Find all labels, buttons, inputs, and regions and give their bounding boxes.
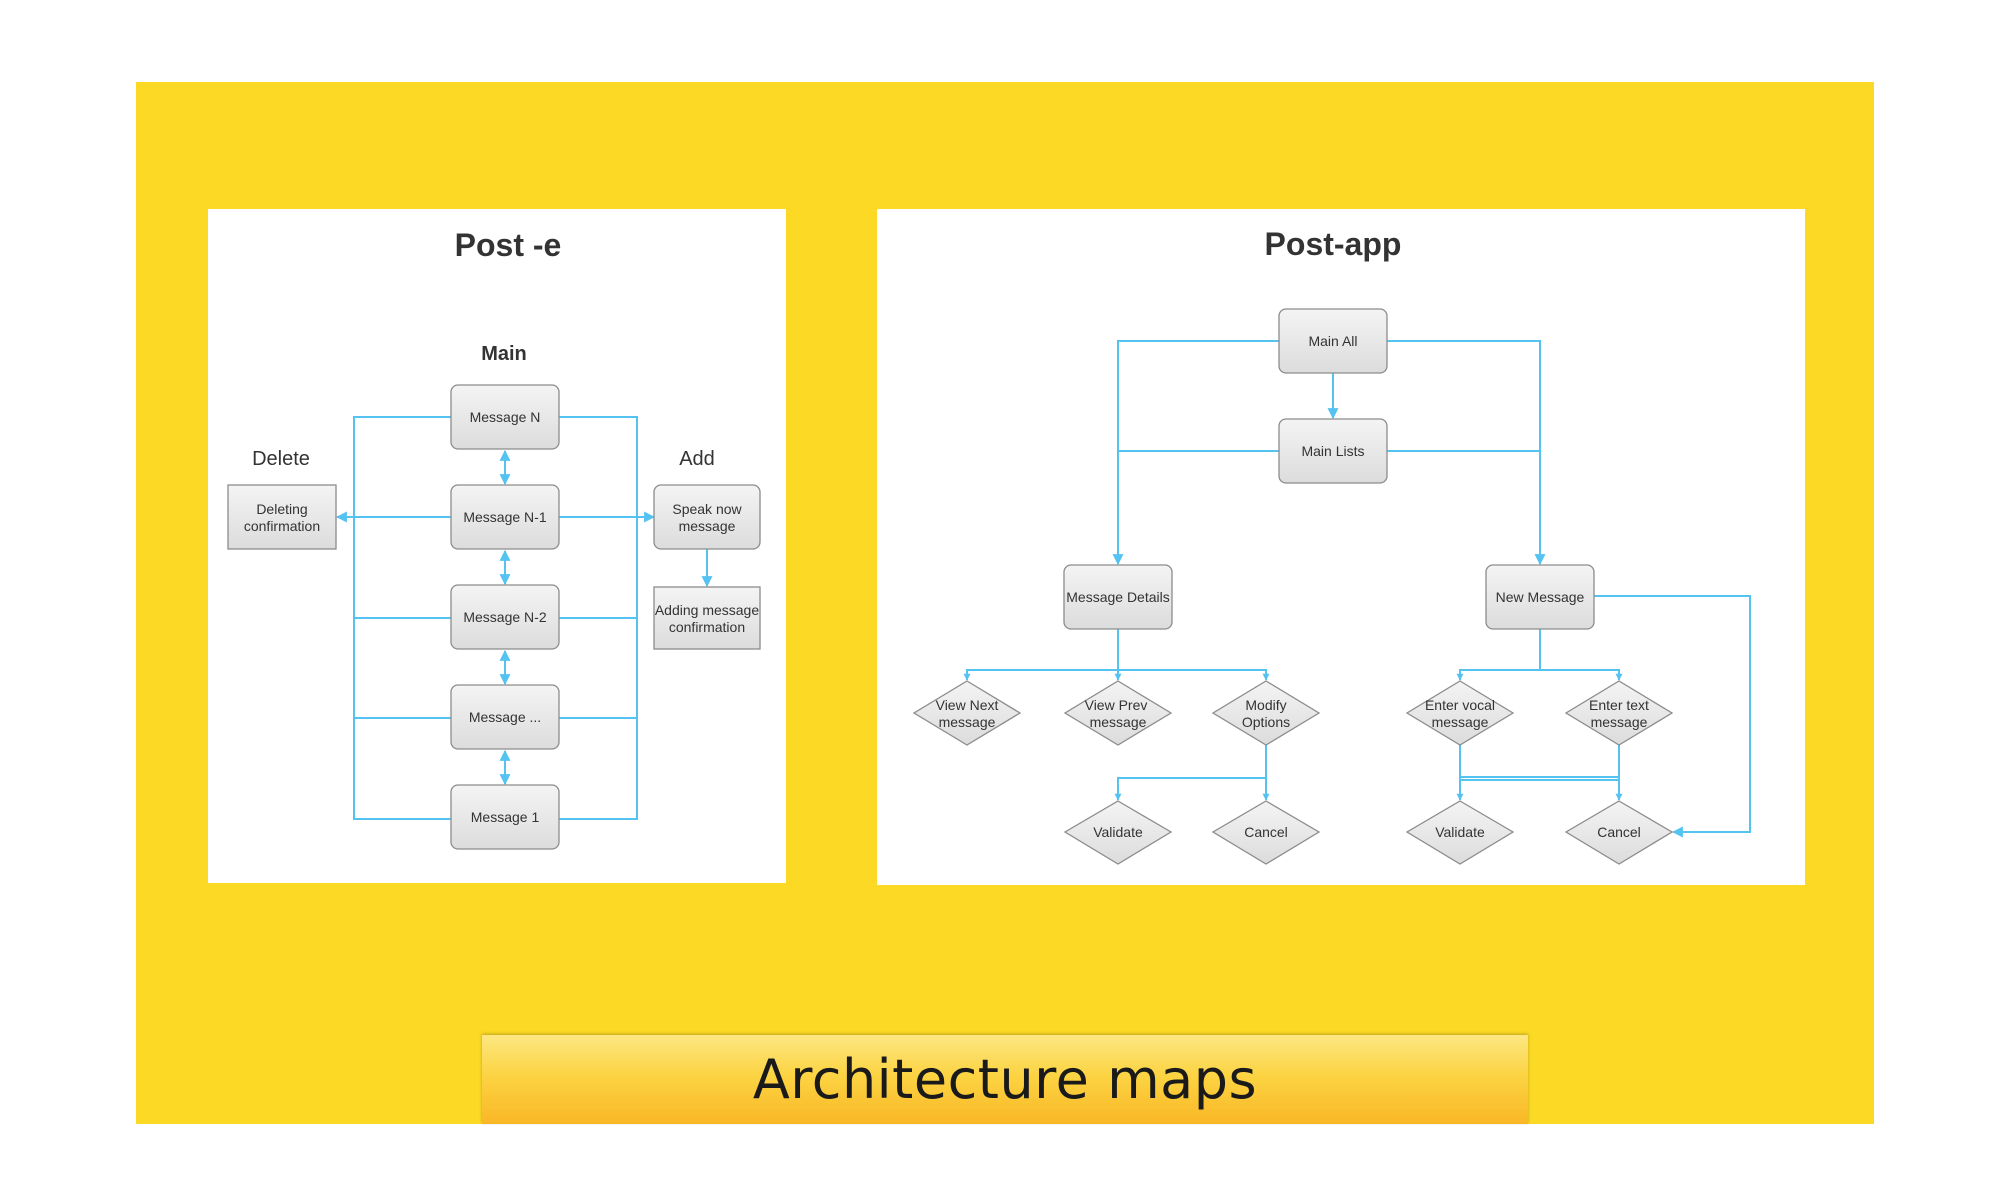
deleting-line2: confirmation xyxy=(244,518,320,534)
node-adding-message-confirmation: Adding message confirmation xyxy=(653,586,761,650)
node-message-n: Message N xyxy=(450,384,560,450)
node-modify-options: Modify Options xyxy=(1211,680,1321,746)
node-main-lists: Main Lists xyxy=(1278,418,1388,484)
view-next-line1: View Next xyxy=(936,697,999,713)
node-message-n2: Message N-2 xyxy=(450,584,560,650)
validate-new-label: Validate xyxy=(1435,824,1485,840)
architecture-maps-banner: Architecture maps xyxy=(482,1035,1528,1124)
node-message-details: Message Details xyxy=(1063,564,1173,630)
node-message-n1: Message N-1 xyxy=(450,484,560,550)
deleting-line1: Deleting xyxy=(256,501,307,517)
adding-line1: Adding message xyxy=(655,602,760,618)
post-e-title: Post -e xyxy=(455,227,562,263)
node-message-1: Message 1 xyxy=(450,784,560,850)
post-e-diagram: Post -e Main Delete Add xyxy=(227,227,761,850)
adding-line2: confirmation xyxy=(669,619,745,635)
speak-line1: Speak now xyxy=(672,501,742,517)
node-message-dots-label: Message ... xyxy=(469,709,541,725)
view-next-line2: message xyxy=(939,714,996,730)
delete-label: Delete xyxy=(252,448,310,470)
post-e-connectors xyxy=(335,416,713,820)
node-message-1-label: Message 1 xyxy=(471,809,540,825)
node-message-dots: Message ... xyxy=(450,684,560,750)
cancel-details-label: Cancel xyxy=(1244,824,1288,840)
enter-text-line2: message xyxy=(1591,714,1648,730)
node-main-all-label: Main All xyxy=(1308,333,1357,349)
node-validate-details: Validate xyxy=(1063,800,1173,865)
modify-line1: Modify xyxy=(1245,697,1286,713)
node-speak-now-message: Speak now message xyxy=(653,484,761,550)
post-app-diagram: Post-app xyxy=(912,226,1751,865)
modify-line2: Options xyxy=(1242,714,1290,730)
node-validate-new: Validate xyxy=(1405,800,1515,865)
node-message-n1-label: Message N-1 xyxy=(463,509,546,525)
node-view-next-message: View Next message xyxy=(912,680,1022,746)
view-prev-line1: View Prev xyxy=(1085,697,1148,713)
node-main-all: Main All xyxy=(1278,308,1388,374)
node-cancel-new: Cancel xyxy=(1564,800,1674,865)
main-label: Main xyxy=(481,343,527,365)
add-label: Add xyxy=(679,448,715,470)
node-enter-vocal-message: Enter vocal message xyxy=(1405,680,1515,746)
speak-line2: message xyxy=(679,518,736,534)
validate-details-label: Validate xyxy=(1093,824,1143,840)
node-message-n-label: Message N xyxy=(470,409,541,425)
post-app-connectors xyxy=(963,340,1751,838)
enter-text-line1: Enter text xyxy=(1589,697,1649,713)
node-message-details-label: Message Details xyxy=(1066,589,1170,605)
node-enter-text-message: Enter text message xyxy=(1564,680,1674,746)
banner-title: Architecture maps xyxy=(752,1048,1258,1111)
node-main-lists-label: Main Lists xyxy=(1301,443,1364,459)
view-prev-line2: message xyxy=(1090,714,1147,730)
post-app-title: Post-app xyxy=(1265,226,1402,262)
node-view-prev-message: View Prev message xyxy=(1063,680,1173,746)
node-deleting-confirmation: Deleting confirmation xyxy=(227,484,337,550)
node-cancel-details: Cancel xyxy=(1211,800,1321,865)
node-message-n2-label: Message N-2 xyxy=(463,609,546,625)
enter-vocal-line1: Enter vocal xyxy=(1425,697,1495,713)
node-new-message-label: New Message xyxy=(1496,589,1585,605)
cancel-new-label: Cancel xyxy=(1597,824,1641,840)
node-new-message: New Message xyxy=(1485,564,1595,630)
enter-vocal-line2: message xyxy=(1432,714,1489,730)
